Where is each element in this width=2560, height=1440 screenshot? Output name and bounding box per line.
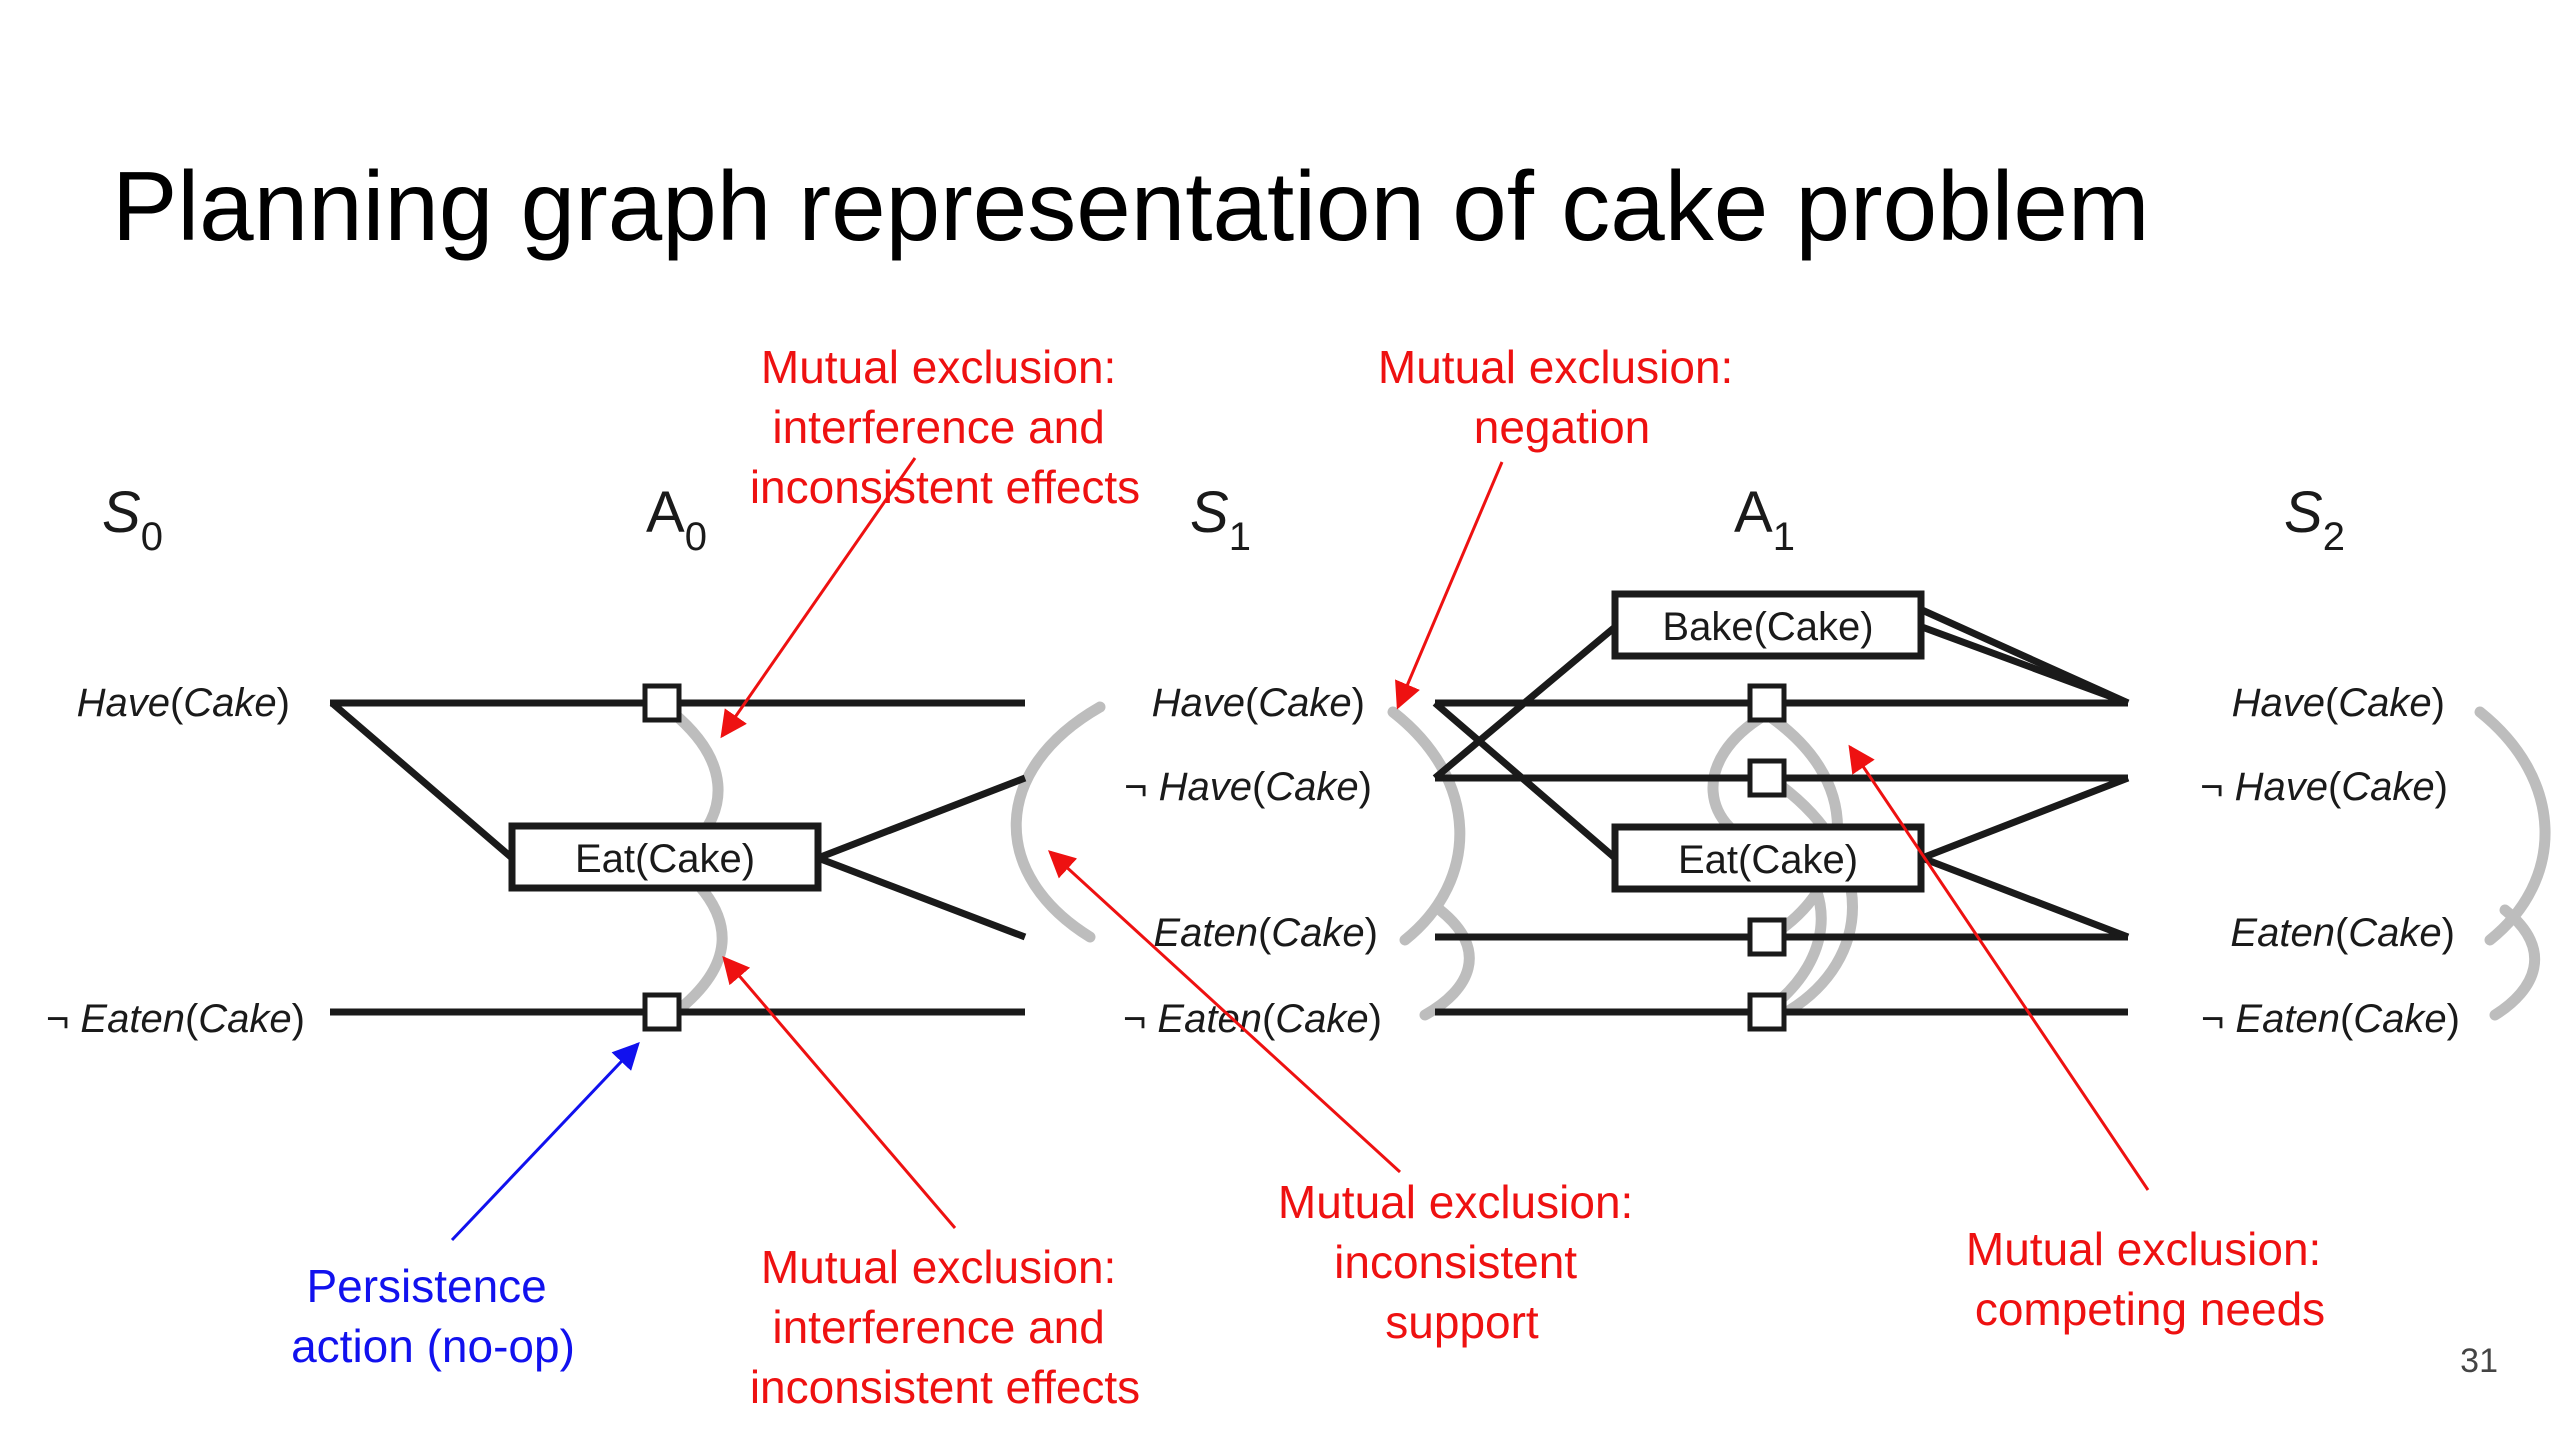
mutex-arc-s1-right-top — [1387, 706, 1466, 946]
s0-not-eaten-cake-label: ¬ Eaten(Cake) — [46, 997, 305, 1041]
s0-have-cake-label: Have(Cake) — [77, 681, 290, 725]
s1-eaten-cake-label: Eaten(Cake) — [1153, 911, 1378, 955]
edge-eat-a0-to-nothave — [816, 774, 1027, 862]
action-box-bake-a1 — [1611, 590, 1925, 660]
action-box-eat-a1 — [1611, 823, 1925, 893]
edge-bake-to-nothave-top — [1920, 606, 2130, 707]
s1-have-cake-label: Have(Cake) — [1152, 681, 1365, 725]
noop-box-a1-noteaten — [1747, 992, 1787, 1032]
action-box-eat-a0 — [508, 822, 822, 892]
noop-box-a0-noteaten — [642, 992, 682, 1032]
level-header-s2: S2 — [2284, 480, 2345, 559]
level-header-s1: S1 — [1190, 480, 1251, 559]
action-label-eat-a0: Eat(Cake) — [575, 837, 755, 881]
mutex-arc-a1-2 — [1754, 704, 1843, 936]
arrow-top-interference — [720, 457, 917, 739]
level-header-a0: A0 — [646, 480, 707, 559]
mutex-arc-s1-left — [1010, 701, 1106, 943]
action-label-bake-a1: Bake(Cake) — [1662, 605, 1873, 649]
s1-not-have-cake-label: ¬ Have(Cake) — [1124, 765, 1372, 809]
arrow-competing-needs — [1848, 744, 2150, 1191]
noop-box-a1-eaten — [1747, 917, 1787, 957]
annotation-negation: Mutual exclusion: negation — [1378, 341, 1746, 453]
edge-eat-a1-to-eaten — [1920, 854, 2130, 941]
slide-title: Planning graph representation of cake pr… — [112, 151, 2150, 261]
arrow-negation — [1395, 461, 1504, 710]
noop-box-a0-have — [642, 683, 682, 723]
action-label-eat-a1: Eat(Cake) — [1678, 838, 1858, 882]
mutex-arc-a0-bottom — [670, 870, 728, 1018]
edge-have-to-eat-a0 — [329, 700, 515, 861]
edge-nothave-to-bake — [1432, 624, 1618, 781]
annotation-top-interference: Mutual exclusion: interference and incon… — [750, 341, 1140, 513]
annotation-competing-needs: Mutual exclusion: competing needs — [1966, 1223, 2334, 1335]
noop-box-a1-nothave — [1747, 758, 1787, 798]
edge-eat-a0-to-eaten — [816, 854, 1027, 941]
arrow-persistence — [450, 1042, 640, 1242]
mutex-arc-s2-bottom — [2489, 904, 2540, 1021]
annotation-inconsistent-support: Mutual exclusion: inconsistent support — [1278, 1176, 1646, 1348]
mutex-arc-s2-top — [2474, 706, 2551, 946]
s2-eaten-cake-label: Eaten(Cake) — [2230, 911, 2455, 955]
mutex-arc-s1-right-bottom — [1419, 904, 1475, 1021]
s1-not-eaten-cake-label: ¬ Eaten(Cake) — [1123, 997, 1382, 1041]
s2-not-eaten-cake-label: ¬ Eaten(Cake) — [2201, 997, 2460, 1041]
edge-have-to-eat-a1 — [1432, 700, 1618, 861]
slide-number: 31 — [2460, 1342, 2498, 1380]
noop-box-a1-have — [1747, 683, 1787, 723]
annotation-bottom-interference: Mutual exclusion: interference and incon… — [750, 1241, 1140, 1413]
edge-eat-a1-to-nothave — [1920, 774, 2130, 862]
level-header-s0: S0 — [102, 480, 163, 559]
annotation-persistence: Persistence action (no-op) — [291, 1260, 575, 1372]
s2-not-have-cake-label: ¬ Have(Cake) — [2200, 765, 2448, 809]
arrow-inconsistent-support — [1048, 850, 1402, 1174]
arrow-bottom-interference — [722, 955, 957, 1229]
s2-have-cake-label: Have(Cake) — [2232, 681, 2445, 725]
mutex-arc-a1-3 — [1774, 779, 1858, 1016]
level-header-a1: A1 — [1734, 480, 1795, 559]
